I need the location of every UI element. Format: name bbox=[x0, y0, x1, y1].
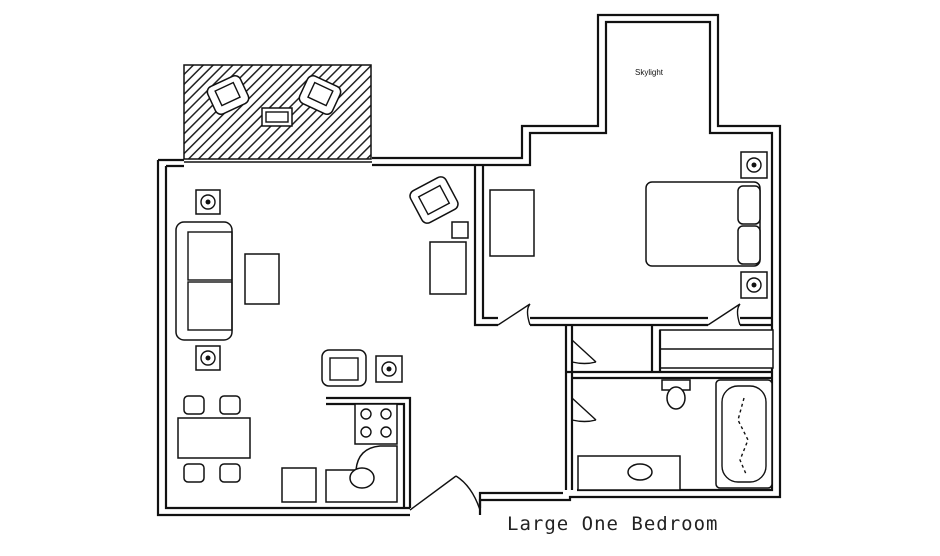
refrigerator bbox=[281, 467, 317, 503]
closet-door-swing bbox=[707, 303, 741, 326]
skylight-label: Skylight bbox=[635, 68, 664, 77]
bathtub bbox=[715, 379, 773, 489]
linen-door-swing bbox=[571, 339, 597, 365]
skylight: Skylight bbox=[635, 68, 664, 77]
closet bbox=[659, 329, 774, 369]
kitchen bbox=[281, 396, 412, 508]
patio-chair-right bbox=[298, 75, 342, 115]
patio-table bbox=[261, 107, 293, 127]
bathroom-door-swing bbox=[571, 397, 597, 423]
dining-table bbox=[177, 417, 251, 459]
dresser bbox=[489, 189, 535, 257]
exterior-walls bbox=[156, 13, 782, 517]
bedroom-door-swing bbox=[497, 303, 531, 326]
bathroom-walls bbox=[564, 325, 773, 490]
dining-chair bbox=[219, 463, 241, 483]
entry-door bbox=[409, 475, 481, 511]
stove bbox=[354, 403, 398, 445]
sofa bbox=[175, 221, 233, 341]
armchair bbox=[409, 176, 459, 224]
speaker-bottom bbox=[195, 345, 221, 371]
bed bbox=[645, 181, 761, 267]
side-table bbox=[451, 221, 469, 239]
small-armchair bbox=[321, 349, 367, 387]
speaker-center bbox=[375, 355, 403, 383]
nightstand-bottom bbox=[740, 271, 768, 299]
dining-set bbox=[177, 395, 251, 483]
desk bbox=[429, 241, 467, 295]
dining-chair bbox=[219, 395, 241, 415]
patio-chair-left bbox=[206, 75, 250, 115]
bedroom-walls bbox=[473, 165, 772, 327]
pillow-top bbox=[737, 185, 761, 225]
dining-chair bbox=[183, 395, 205, 415]
bathroom-vanity bbox=[577, 455, 681, 491]
coffee-table bbox=[244, 253, 280, 305]
balcony bbox=[183, 64, 372, 160]
speaker-top bbox=[195, 189, 221, 215]
dining-chair bbox=[183, 463, 205, 483]
toilet bbox=[661, 379, 691, 410]
plan-title: Large One Bedroom bbox=[507, 513, 718, 535]
pillow-bottom bbox=[737, 225, 761, 265]
kitchen-sink bbox=[349, 467, 375, 489]
nightstand-top bbox=[740, 151, 768, 179]
